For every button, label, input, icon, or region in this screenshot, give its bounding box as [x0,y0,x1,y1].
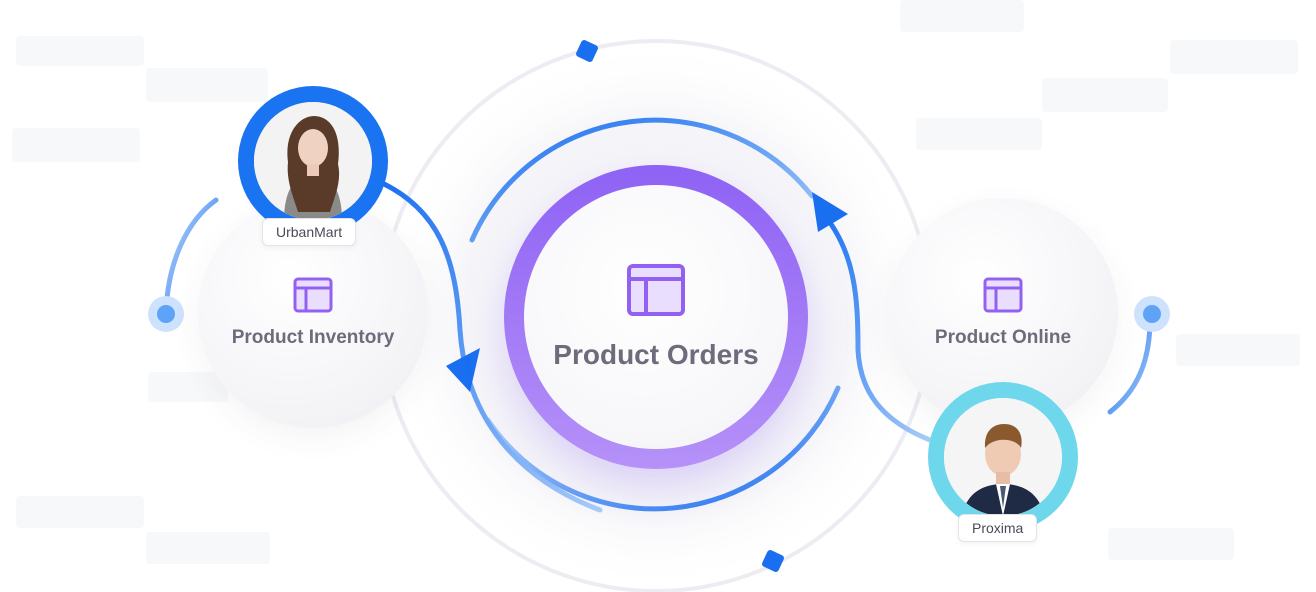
product-orders-node[interactable]: Product Orders [504,165,808,469]
background-block [16,496,144,528]
table-layout-icon [983,277,1023,313]
urbanmart-tag[interactable]: UrbanMart [262,218,357,246]
man-portrait-avatar [944,398,1062,516]
background-block [12,128,140,162]
endpoint-dot-right [1134,296,1170,332]
background-block [146,532,270,564]
background-block [146,68,268,102]
background-block [900,0,1024,32]
endpoint-dot-left [148,296,184,332]
orbit-marker-top-icon [576,40,598,62]
background-block [916,118,1042,150]
proxima-tag[interactable]: Proxima [958,514,1038,542]
orbit-marker-bottom-icon [762,550,784,572]
urbanmart-avatar-ring[interactable] [238,86,388,236]
connector-right-path [817,207,933,443]
background-block [1176,334,1300,366]
proxima-avatar-ring[interactable] [928,382,1078,532]
background-block [1170,40,1298,74]
background-block [1108,528,1234,560]
table-layout-icon [293,277,333,313]
background-block [16,36,144,66]
product-online-label: Product Online [934,327,1072,348]
product-inventory-label: Product Inventory [231,327,395,348]
connector-left-outer [163,197,219,315]
connector-left-path [377,179,603,513]
flow-arrow-left-icon [446,348,480,392]
background-block [1042,78,1168,112]
product-orders-label: Product Orders [553,339,759,370]
woman-portrait-avatar [254,102,372,220]
orbit-arc-top [469,117,815,243]
connector-right-outer [1107,317,1153,415]
table-layout-icon [627,264,685,316]
background-block [148,372,228,402]
orbit-arc-bottom [485,385,841,512]
flow-arrow-right-icon [812,192,848,232]
